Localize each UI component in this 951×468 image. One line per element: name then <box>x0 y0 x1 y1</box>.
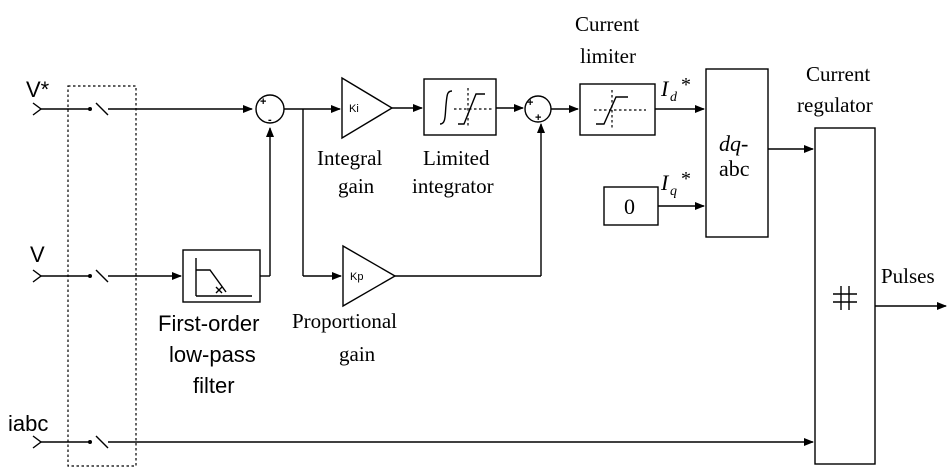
svg-text:q: q <box>670 184 677 199</box>
low-pass-filter-icon <box>195 258 252 297</box>
v-label: V <box>30 242 45 267</box>
limited-integrator-label-line1: Limited <box>423 146 490 170</box>
vref-label: V* <box>26 77 50 102</box>
filter-label-line1: First-order <box>158 311 259 336</box>
low-pass-filter-block <box>182 249 261 303</box>
svg-text:*: * <box>681 74 691 96</box>
zero-value: 0 <box>624 194 635 219</box>
current-limiter-label-line2: limiter <box>580 44 636 68</box>
kp-label: Kp <box>350 271 363 283</box>
current-regulator-label-line1: Current <box>806 62 870 86</box>
kp-gain-block <box>342 244 397 308</box>
zero-constant-block <box>603 186 659 226</box>
abc-label: abc <box>719 156 750 181</box>
limited-integrator-block <box>423 78 497 136</box>
iabc-label: iabc <box>8 411 48 436</box>
iabc-switch <box>95 435 109 449</box>
ki-gain-block <box>341 76 394 140</box>
svg-text:I: I <box>660 170 670 195</box>
proportional-gain-label-line1: Proportional <box>292 309 397 333</box>
current-limiter-block <box>579 83 656 136</box>
current-regulator-block <box>814 127 876 465</box>
current-limiter-label-line1: Current <box>575 12 639 36</box>
limited-integrator-label-line2: integrator <box>412 174 494 198</box>
id-ref-label: I d * <box>660 74 691 105</box>
proportional-gain-label-line2: gain <box>339 342 376 366</box>
dq-label: dq- <box>719 131 748 156</box>
pulses-label: Pulses <box>881 264 935 288</box>
sum2-plus-bottom-sign: + <box>535 112 541 124</box>
sum1-plus-sign: + <box>260 96 266 108</box>
sum1-minus-sign: - <box>268 114 272 126</box>
integral-gain-label-line2: gain <box>338 174 375 198</box>
svg-text:I: I <box>660 76 670 101</box>
filter-label-line2: low-pass <box>169 342 256 367</box>
integral-saturation-icon <box>439 88 492 128</box>
current-regulator-label-line2: regulator <box>797 93 873 117</box>
filter-label-line3: filter <box>193 373 235 398</box>
svg-text:d: d <box>670 90 678 105</box>
integral-gain-label-line1: Integral <box>317 146 382 170</box>
svg-text:*: * <box>681 168 691 190</box>
v-switch <box>95 269 109 283</box>
saturation-icon <box>594 90 646 130</box>
v-port <box>32 269 43 283</box>
ki-label: Ki <box>349 103 359 115</box>
iq-ref-label: I q * <box>660 168 691 199</box>
vref-switch <box>95 102 109 116</box>
sum2-plus-left-sign: + <box>527 97 533 109</box>
dq-abc-block <box>705 68 769 238</box>
hysteresis-icon <box>833 286 857 310</box>
iabc-port <box>32 435 43 449</box>
vref-port <box>32 102 43 116</box>
